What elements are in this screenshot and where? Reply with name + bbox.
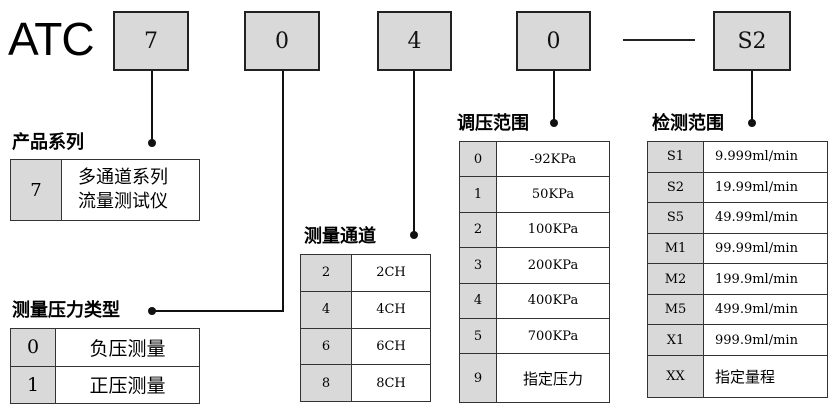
table-row: M5 499.9ml/min [647, 293, 828, 326]
table-row: 7 多通道系列 流量测试仪 [10, 159, 200, 221]
dot-pressure-type [148, 307, 156, 315]
cell-code: 1 [10, 365, 56, 404]
code-box-channels: 4 [377, 11, 452, 71]
table-product-series: 7 多通道系列 流量测试仪 [10, 159, 200, 221]
table-row: 9 指定压力 [459, 353, 610, 403]
heading-pressure-range: 调压范围 [457, 113, 529, 134]
cell-value: 400KPa [496, 282, 610, 319]
table-row: 2 2CH [300, 254, 431, 292]
dot-channels [410, 231, 418, 239]
table-row: 0 负压测量 [10, 328, 200, 367]
table-channels: 2 2CH 4 4CH 6 6CH 8 8CH [300, 254, 431, 402]
cell-value: 6CH [351, 327, 431, 366]
cell-code: S5 [647, 202, 704, 234]
cell-code: M5 [647, 293, 704, 326]
cell-code: 7 [10, 159, 62, 221]
cell-value: 50KPa [496, 176, 610, 213]
cell-code: 8 [300, 364, 352, 402]
code-box-detection-range: S2 [713, 11, 791, 71]
cell-value: 19.99ml/min [703, 171, 828, 204]
heading-pressure-type: 测量压力类型 [12, 300, 120, 321]
table-row: S1 9.999ml/min [647, 141, 828, 173]
cell-value: 200KPa [496, 247, 610, 284]
code-box-pressure-type: 0 [244, 11, 320, 71]
dot-series [148, 139, 156, 147]
cell-code: 2 [459, 211, 497, 249]
cell-value: 指定量程 [703, 354, 828, 399]
cell-code: 4 [300, 290, 352, 329]
cell-value: 8CH [351, 364, 431, 402]
cell-value: 2CH [351, 254, 431, 292]
cell-code: 5 [459, 317, 497, 355]
cell-code: M1 [647, 232, 704, 265]
table-row: 1 50KPa [459, 176, 610, 213]
heading-product-series: 产品系列 [12, 132, 84, 153]
cell-value: 49.99ml/min [703, 202, 828, 234]
table-row: 4 400KPa [459, 282, 610, 319]
cell-value: 99.99ml/min [703, 232, 828, 265]
cell-code: 4 [459, 282, 497, 319]
table-pressure-range: 0 -92KPa 1 50KPa 2 100KPa 3 200KPa 4 400… [459, 140, 610, 403]
cell-code: 3 [459, 247, 497, 284]
table-row: 3 200KPa [459, 247, 610, 284]
connector-pressure-type [152, 71, 284, 312]
table-row: M1 99.99ml/min [647, 232, 828, 265]
cell-code: S2 [647, 171, 704, 204]
code-box-pressure-range: 0 [516, 11, 591, 71]
cell-code: 6 [300, 327, 352, 366]
table-row: 4 4CH [300, 290, 431, 329]
cell-value: 正压测量 [55, 365, 200, 404]
table-row: 5 700KPa [459, 317, 610, 355]
cell-code: 9 [459, 353, 497, 403]
dot-pressure-range [550, 119, 558, 127]
cell-code: S1 [647, 141, 704, 173]
cell-value: 4CH [351, 290, 431, 329]
table-pressure-type: 0 负压测量 1 正压测量 [10, 328, 200, 404]
table-row: S2 19.99ml/min [647, 171, 828, 204]
table-row: M2 199.9ml/min [647, 263, 828, 295]
heading-detection-range: 检测范围 [652, 113, 724, 134]
model-prefix: ATC [8, 13, 95, 65]
cell-value: 999.9ml/min [703, 324, 828, 356]
cell-code: X1 [647, 324, 704, 356]
cell-value: 499.9ml/min [703, 293, 828, 326]
cell-code: 0 [459, 140, 497, 178]
cell-value: 指定压力 [496, 353, 610, 403]
cell-value: 199.9ml/min [703, 263, 828, 295]
heading-channels: 测量通道 [304, 226, 376, 247]
cell-value: 负压测量 [55, 328, 200, 367]
table-row: 2 100KPa [459, 211, 610, 249]
table-row: S5 49.99ml/min [647, 202, 828, 234]
cell-code: M2 [647, 263, 704, 295]
code-box-series: 7 [113, 11, 189, 71]
separator-dash [623, 39, 695, 41]
table-row: X1 999.9ml/min [647, 324, 828, 356]
cell-value: 多通道系列 流量测试仪 [61, 159, 200, 221]
cell-value-text: 多通道系列 流量测试仪 [78, 167, 168, 212]
cell-value: 9.999ml/min [703, 141, 828, 173]
cell-value: -92KPa [496, 140, 610, 178]
table-row: 8 8CH [300, 364, 431, 402]
table-row: 0 -92KPa [459, 140, 610, 178]
table-row: 6 6CH [300, 327, 431, 366]
cell-code: XX [647, 354, 704, 399]
cell-value: 700KPa [496, 317, 610, 355]
table-row: XX 指定量程 [647, 354, 828, 399]
cell-code: 0 [10, 328, 56, 367]
dot-detection-range [748, 119, 756, 127]
table-detection-range: S1 9.999ml/min S2 19.99ml/min S5 49.99ml… [647, 141, 828, 399]
cell-code: 2 [300, 254, 352, 292]
cell-code: 1 [459, 176, 497, 213]
table-row: 1 正压测量 [10, 365, 200, 404]
cell-value: 100KPa [496, 211, 610, 249]
